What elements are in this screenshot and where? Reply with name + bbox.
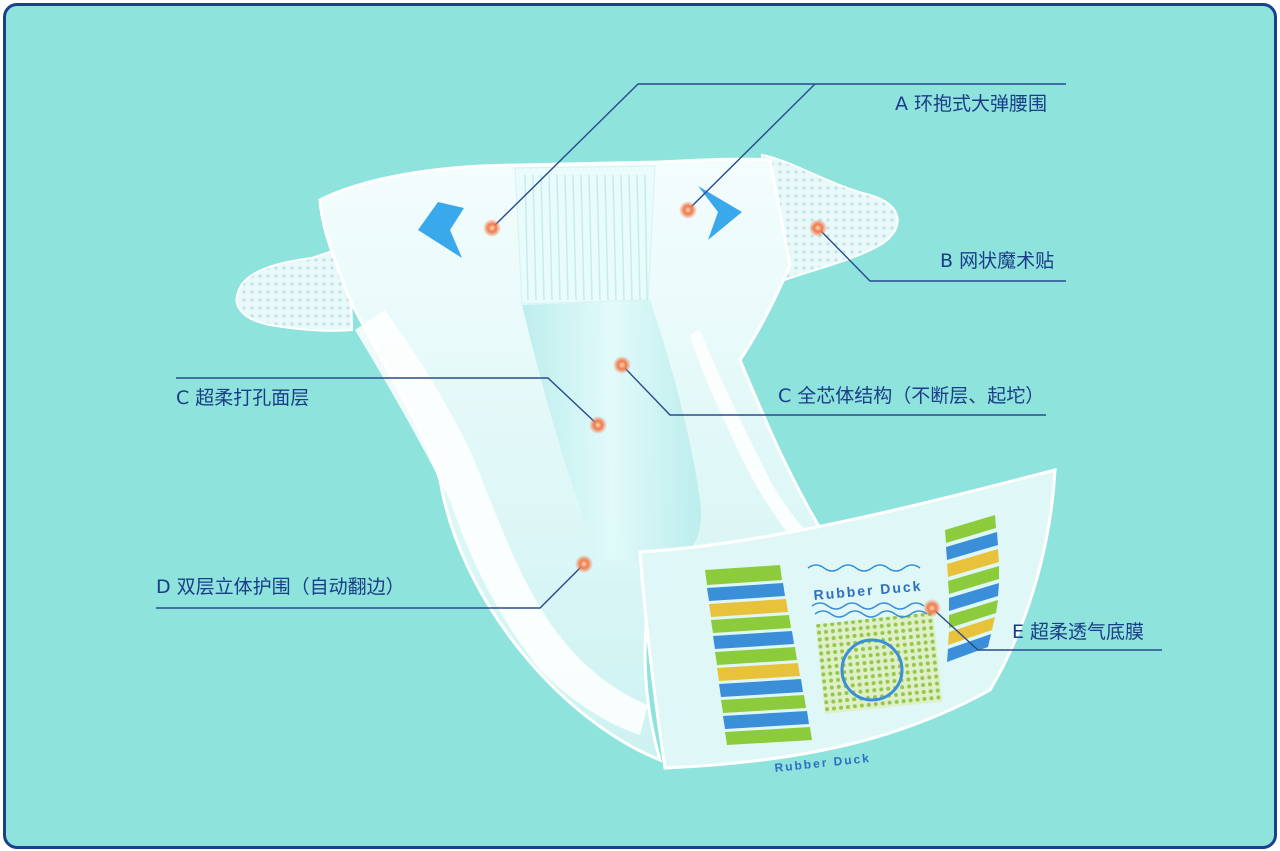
left-leg-cuff	[355, 310, 648, 735]
label-a: A 环抱式大弹腰围	[895, 93, 1048, 115]
label-c-left: C 超柔打孔面层	[176, 387, 310, 409]
absorbent-core	[522, 300, 701, 560]
marker-e	[923, 599, 941, 617]
leader-line-a2	[687, 83, 816, 211]
label-e: E 超柔透气底膜	[1012, 621, 1145, 643]
markers	[483, 201, 941, 617]
marker-a2	[679, 201, 697, 219]
marker-d	[575, 555, 593, 573]
duck-emblem	[840, 638, 904, 702]
marker-c-left	[589, 416, 607, 434]
marker-a1	[483, 219, 501, 237]
left-mesh-tab	[235, 243, 354, 332]
label-d: D 双层立体护围（自动翻边）	[156, 576, 405, 598]
left-arrow-icon	[418, 202, 464, 258]
waistband-ribs	[524, 174, 648, 301]
label-c-right: C 全芯体结构（不断层、起坨）	[778, 385, 1045, 407]
back-sheet-stripes-left	[705, 565, 812, 745]
right-mesh-tab	[760, 153, 899, 287]
back-sheet-waves	[807, 564, 928, 618]
label-b: B 网状魔术贴	[940, 250, 1055, 272]
leader-line-b	[817, 227, 1066, 282]
leader-line-a1	[491, 83, 1066, 229]
leader-line-c-right	[621, 364, 1046, 416]
right-leg-cuff	[690, 330, 830, 548]
right-arrow-icon	[698, 186, 742, 240]
marker-c-right	[613, 356, 631, 374]
leader-line-c-left	[176, 377, 599, 426]
leader-line-e	[931, 607, 1162, 651]
marker-b	[809, 219, 827, 237]
back-sheet-stripes-right	[945, 515, 999, 662]
leader-line-d	[156, 563, 585, 609]
leader-lines	[156, 83, 1162, 651]
